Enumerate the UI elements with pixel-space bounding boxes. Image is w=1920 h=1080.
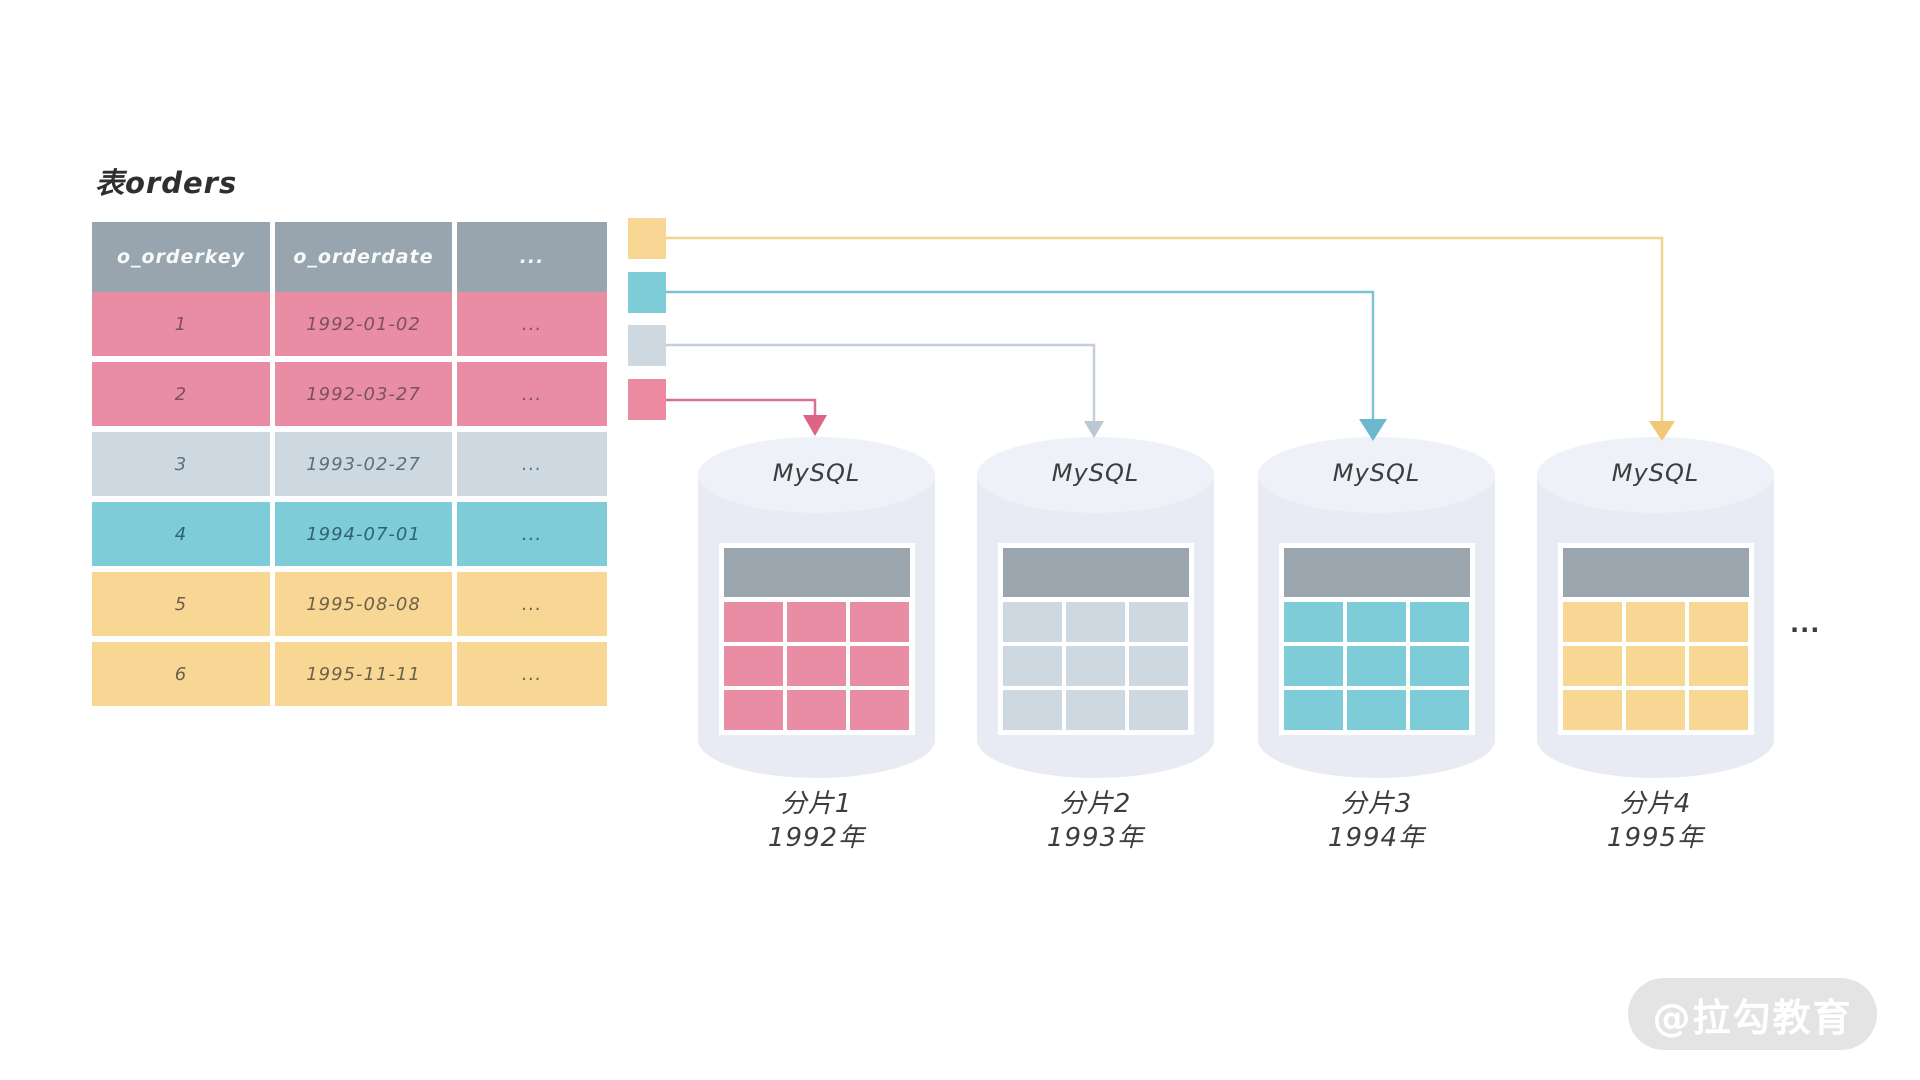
shard4-db-label: MySQL bbox=[1611, 459, 1700, 487]
orders-row4-date: 1994-07-01 bbox=[275, 502, 452, 566]
shard3-name: 分片3 bbox=[1340, 789, 1413, 819]
orders-row6-key: 6 bbox=[92, 642, 270, 706]
orders-col-header-orderdate: o_orderdate bbox=[275, 222, 452, 292]
shard1-name: 分片1 bbox=[780, 789, 853, 819]
mini-table-grid bbox=[1002, 602, 1189, 730]
shard2-caption: 分片2 1993年 bbox=[977, 788, 1214, 856]
shard3-caption: 分片3 1994年 bbox=[1258, 788, 1495, 856]
orders-col-header-orderkey: o_orderkey bbox=[92, 222, 270, 292]
mini-table-header bbox=[1562, 548, 1749, 597]
arrow-teal-to-shard3 bbox=[666, 290, 1375, 420]
shard1-mini-table bbox=[718, 543, 915, 735]
orders-table: o_orderkey o_orderdate ... 1 1992-01-02 … bbox=[92, 222, 607, 706]
shard1-db-label: MySQL bbox=[772, 459, 861, 487]
arrowhead-pink bbox=[803, 415, 827, 436]
shard3-year: 1994年 bbox=[1327, 822, 1426, 853]
orders-row5-more: ... bbox=[457, 572, 607, 636]
orders-col-header-more: ... bbox=[457, 222, 607, 292]
shard1-database-cylinder: MySQL bbox=[698, 437, 935, 778]
orders-row1-more: ... bbox=[457, 292, 607, 356]
shard4-name: 分片4 bbox=[1619, 789, 1692, 819]
shard4-database-cylinder: MySQL bbox=[1537, 437, 1774, 778]
mini-table-header bbox=[1002, 548, 1189, 597]
orders-row1-key: 1 bbox=[92, 292, 270, 356]
orders-row2-date: 1992-03-27 bbox=[275, 362, 452, 426]
shard3-database-cylinder: MySQL bbox=[1258, 437, 1495, 778]
orders-row5-key: 5 bbox=[92, 572, 270, 636]
mini-table-header bbox=[1283, 548, 1470, 597]
cylinder-top bbox=[698, 437, 935, 513]
mini-table-header bbox=[723, 548, 910, 597]
watermark-badge: @拉勾教育 bbox=[1628, 978, 1877, 1050]
legend-swatch-1995-yellow bbox=[628, 218, 666, 259]
orders-row3-more: ... bbox=[457, 432, 607, 496]
orders-row4-key: 4 bbox=[92, 502, 270, 566]
shard2-mini-table bbox=[997, 543, 1194, 735]
mini-table-grid bbox=[723, 602, 910, 730]
shard2-database-cylinder: MySQL bbox=[977, 437, 1214, 778]
orders-row3-date: 1993-02-27 bbox=[275, 432, 452, 496]
orders-row3-key: 3 bbox=[92, 432, 270, 496]
mini-table-grid bbox=[1283, 602, 1470, 730]
arrow-yellow-to-shard4 bbox=[666, 236, 1664, 422]
legend-swatch-1994-teal bbox=[628, 272, 666, 313]
shard1-year: 1992年 bbox=[767, 822, 866, 853]
shard4-caption: 分片4 1995年 bbox=[1537, 788, 1774, 856]
shard3-db-label: MySQL bbox=[1332, 459, 1421, 487]
orders-row6-date: 1995-11-11 bbox=[275, 642, 452, 706]
shard3-mini-table bbox=[1278, 543, 1475, 735]
orders-row2-more: ... bbox=[457, 362, 607, 426]
orders-row6-more: ... bbox=[457, 642, 607, 706]
cylinder-top bbox=[1258, 437, 1495, 513]
orders-row2-key: 2 bbox=[92, 362, 270, 426]
orders-row4-more: ... bbox=[457, 502, 607, 566]
shard2-name: 分片2 bbox=[1059, 789, 1132, 819]
arrow-slate-to-shard2 bbox=[666, 343, 1096, 422]
orders-row1-date: 1992-01-02 bbox=[275, 292, 452, 356]
more-shards-ellipsis: ... bbox=[1790, 610, 1821, 638]
shard2-year: 1993年 bbox=[1046, 822, 1145, 853]
mini-table-grid bbox=[1562, 602, 1749, 730]
shard2-db-label: MySQL bbox=[1051, 459, 1140, 487]
arrow-pink-to-shard1 bbox=[666, 398, 817, 416]
shard1-caption: 分片1 1992年 bbox=[698, 788, 935, 856]
source-table-title: 表orders bbox=[95, 166, 238, 200]
legend-swatch-1992-pink bbox=[628, 379, 666, 420]
cylinder-top bbox=[977, 437, 1214, 513]
shard4-mini-table bbox=[1557, 543, 1754, 735]
shard4-year: 1995年 bbox=[1606, 822, 1705, 853]
cylinder-top bbox=[1537, 437, 1774, 513]
orders-row5-date: 1995-08-08 bbox=[275, 572, 452, 636]
arrowhead-slate bbox=[1084, 421, 1104, 438]
legend-swatch-1993-slate bbox=[628, 325, 666, 366]
